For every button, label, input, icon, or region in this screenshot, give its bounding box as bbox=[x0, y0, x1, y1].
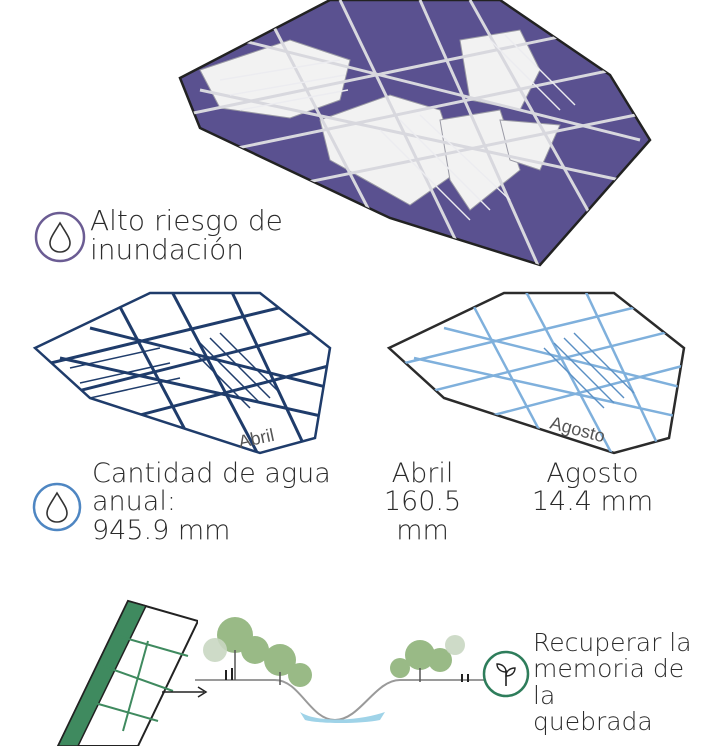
risk-label-line2: inundación bbox=[90, 233, 244, 267]
august-label: Agosto bbox=[546, 458, 639, 489]
water-label-line1: Cantidad de agua bbox=[92, 458, 331, 489]
risk-label-line1: Alto riesgo de bbox=[90, 204, 283, 237]
flood-risk-map bbox=[178, 0, 652, 267]
memory-label-line2: memoria de la bbox=[533, 654, 685, 710]
sprout-icon bbox=[482, 650, 530, 698]
april-value: 160.5 mm bbox=[383, 486, 462, 546]
ravine-section bbox=[195, 617, 485, 723]
april-map: Abril bbox=[32, 291, 332, 455]
august-value: 14.4 mm bbox=[531, 486, 654, 518]
memory-label-line1: Recuperar la bbox=[533, 628, 692, 657]
august-stats: Agosto 14.4 mm bbox=[525, 458, 660, 518]
water-label-line3: 945.9 mm bbox=[92, 514, 231, 546]
memory-label-line3: quebrada bbox=[533, 706, 653, 736]
ravine-plan bbox=[56, 599, 198, 746]
august-map: Agosto bbox=[386, 291, 686, 455]
water-drop-icon bbox=[32, 482, 82, 532]
arrow-icon bbox=[162, 686, 208, 698]
april-label: Abril bbox=[391, 458, 454, 489]
water-label: Cantidad de agua anual: 945.9 mm bbox=[92, 458, 331, 546]
risk-label: Alto riesgo de inundación bbox=[90, 206, 283, 265]
water-drop-icon bbox=[34, 211, 86, 263]
april-stats: Abril 160.5 mm bbox=[355, 458, 490, 546]
memory-label: Recuperar la memoria de la quebrada bbox=[533, 628, 706, 736]
water-label-line2: anual: bbox=[92, 486, 176, 518]
